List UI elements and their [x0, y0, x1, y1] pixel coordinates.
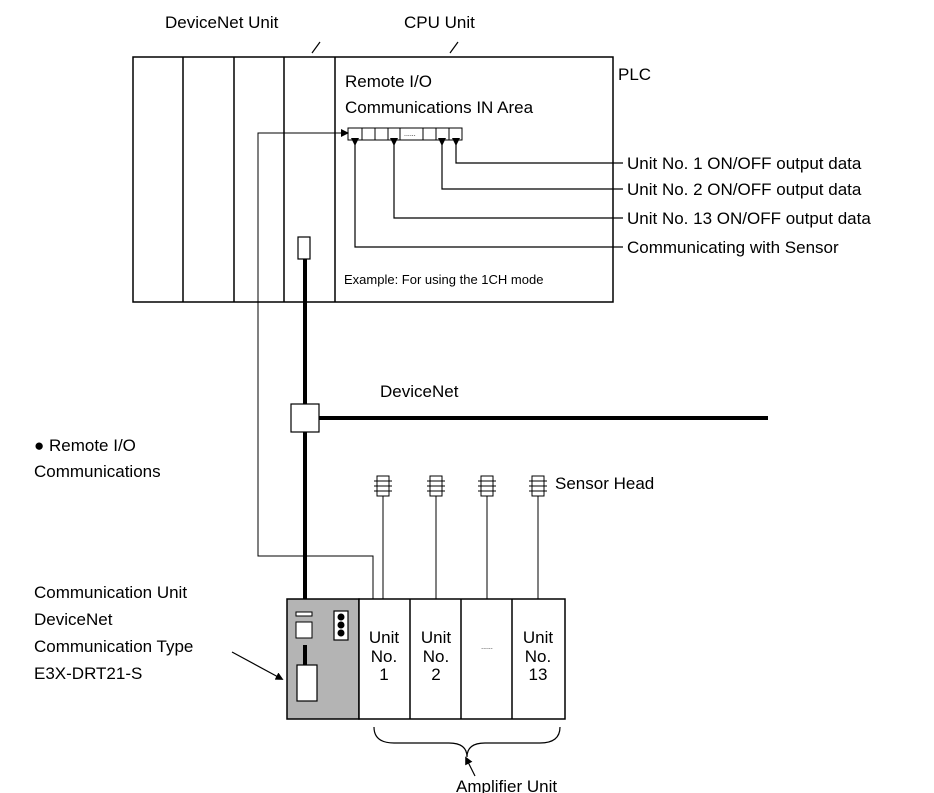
sensor-head [529, 475, 547, 599]
comm-unit-led [337, 613, 345, 621]
svg-text:No.: No. [525, 647, 551, 666]
comm-unit-label-line2: DeviceNet [34, 610, 113, 629]
amplifier-unit-label: Amplifier Unit [456, 777, 557, 793]
comm-unit-arrow [231, 651, 284, 680]
amplifier-unit-rack [358, 598, 566, 720]
remote-io-label-line2: Communications [34, 462, 161, 481]
devicenet-connector [297, 236, 311, 260]
unit1-bit-leader [452, 138, 623, 164]
sensor-head-label: Sensor Head [555, 474, 654, 493]
plc-label: PLC [618, 65, 651, 84]
data-bit-label-unit13: Unit No. 13 ON/OFF output data [627, 209, 871, 228]
bit-ellipsis: ...... [404, 131, 416, 138]
svg-text:Unit: Unit [421, 628, 452, 647]
amplifier-unit-ellipsis: ...... [481, 644, 493, 651]
svg-text:Unit: Unit [369, 628, 400, 647]
comm-unit-led [337, 629, 345, 637]
svg-text:No.: No. [371, 647, 397, 666]
in-area-title-line1: Remote I/O [345, 72, 432, 91]
comm-unit-label-line1: Communication Unit [34, 583, 187, 602]
svg-text:1: 1 [379, 665, 388, 684]
data-bit-label-unit1: Unit No. 1 ON/OFF output data [627, 154, 862, 173]
amplifier-unit-2: Unit No. 2 [421, 628, 452, 684]
communication-unit [286, 598, 360, 720]
amplifier-brace [373, 726, 561, 758]
example-mode-note: Example: For using the 1CH mode [344, 272, 543, 287]
comm-unit-connector [296, 664, 318, 702]
comm-unit-switch [295, 611, 313, 617]
cpu-unit-label: CPU Unit [404, 13, 475, 32]
in-area-word: ...... [347, 127, 463, 141]
comm-unit-label-line3: Communication Type [34, 637, 193, 656]
svg-text:2: 2 [431, 665, 440, 684]
remote-io-label-line1: ● Remote I/O [34, 436, 136, 455]
sensor-head [374, 475, 392, 599]
svg-text:......: ...... [481, 644, 493, 651]
devicenet-label: DeviceNet [380, 382, 459, 401]
data-bit-label-comm: Communicating with Sensor [627, 238, 839, 257]
cpu-unit-leader [449, 41, 459, 54]
data-bit-label-unit2: Unit No. 2 ON/OFF output data [627, 180, 862, 199]
devicenet-unit-label: DeviceNet Unit [165, 13, 279, 32]
plc-rack [132, 56, 614, 303]
unit2-bit-leader [438, 138, 623, 190]
amplifier-unit-1: Unit No. 1 [369, 628, 400, 684]
amplifier-unit-frame [358, 598, 566, 720]
devicenet-unit-leader [311, 41, 321, 54]
svg-text:13: 13 [529, 665, 548, 684]
plc-frame [132, 56, 614, 303]
sensor-head [478, 475, 496, 599]
svg-text:Unit: Unit [523, 628, 554, 647]
in-area-title-line2: Communications IN Area [345, 98, 534, 117]
comm-unit-led [337, 621, 345, 629]
sensor-head [427, 475, 445, 599]
t-branch-tap [290, 403, 320, 433]
svg-text:No.: No. [423, 647, 449, 666]
amplifier-arrow [465, 756, 476, 777]
comm-bit-leader [351, 138, 623, 248]
comm-unit-label-line4: E3X-DRT21-S [34, 664, 142, 683]
unit13-bit-leader [390, 138, 623, 219]
amplifier-unit-13: Unit No. 13 [523, 628, 554, 684]
comm-unit-rotary-switch [295, 621, 313, 639]
remote-io-path [257, 129, 374, 599]
